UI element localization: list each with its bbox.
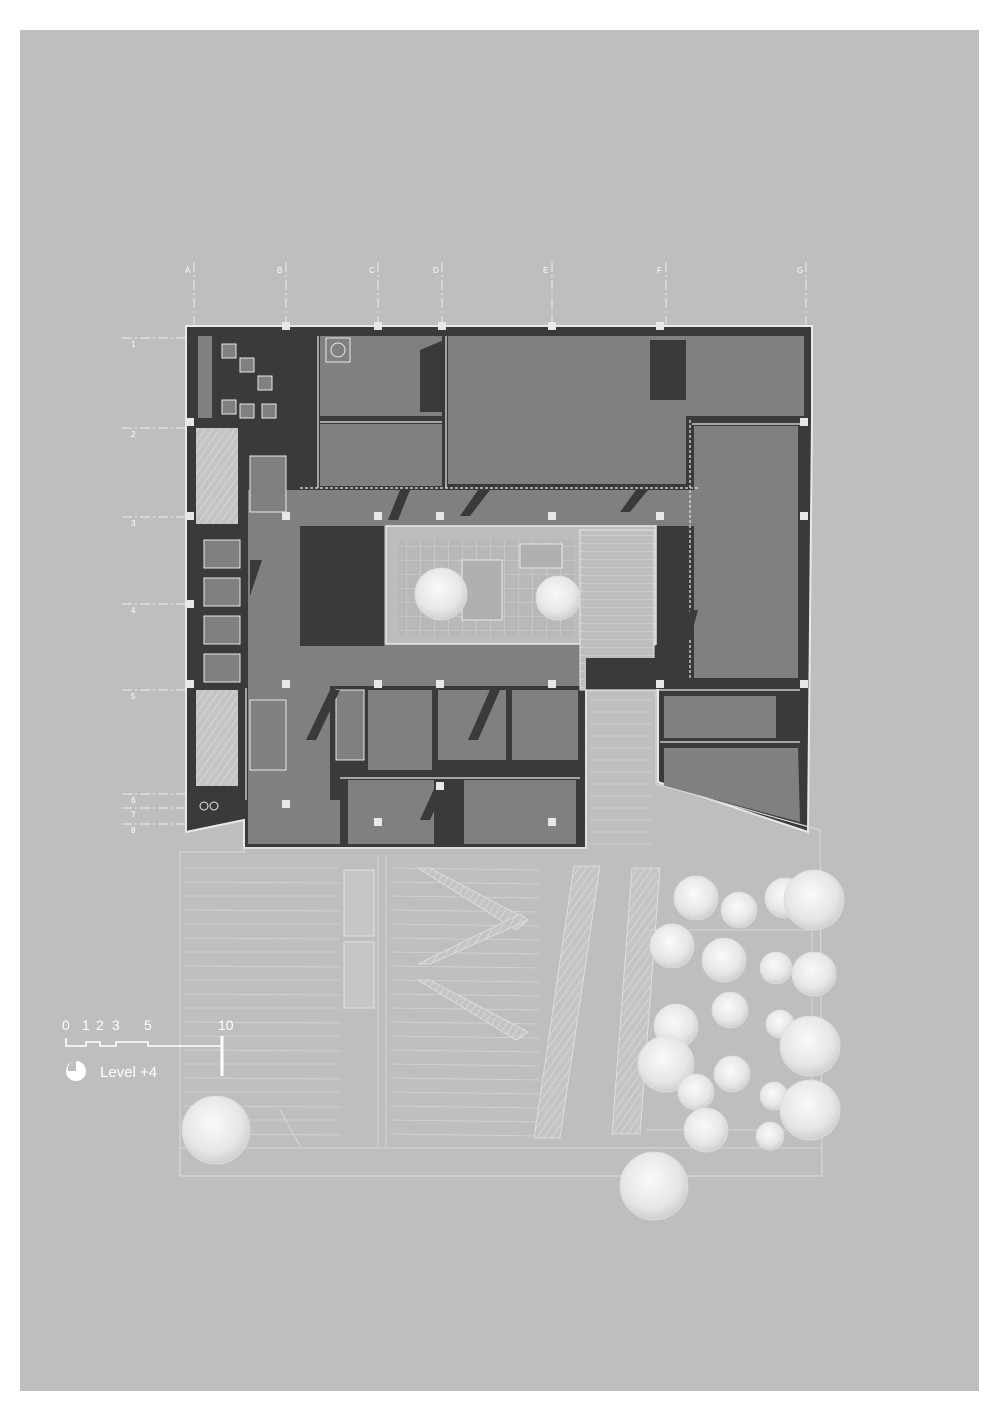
tree [755,1121,785,1151]
wall-shadows [250,340,698,820]
structural-grid: A B C D E F G 1 2 3 4 5 6 7 8 [122,262,807,835]
fixture-2 [209,801,219,811]
courtyard-stair-core [586,658,656,690]
ramp-2 [417,913,529,965]
wc-4 [221,399,237,415]
grid-label-B: B [277,266,282,275]
west-core [196,337,365,811]
scale-tick-1: 1 [82,1017,90,1033]
room-south-b [512,690,578,760]
scale-bar-line [65,1038,223,1047]
landscape [179,567,845,1221]
corridor-south [248,646,580,800]
tree [619,1151,689,1221]
tree [713,1055,751,1093]
room-south-c [438,690,506,760]
north-arrow [66,1060,86,1081]
room-se-a [664,696,776,738]
grid-label-row-2: 2 [131,430,136,439]
planters [343,869,375,1009]
lift-4 [203,653,241,683]
tree [779,1079,841,1141]
grid-label-row-5: 5 [131,692,136,701]
floor-plan [185,322,813,849]
paving-strip [179,1147,823,1177]
room-north-large [448,336,686,484]
grid-label-row-3: 3 [131,519,136,528]
room-south-d [348,780,434,844]
grid-label-A: A [185,266,191,275]
scale-tick-10: 10 [218,1017,234,1033]
scale-tick-2: 2 [96,1017,104,1033]
grid-label-row-7: 7 [131,810,136,819]
room-se-b [664,748,800,822]
grid-label-E: E [543,266,548,275]
lift-3 [203,615,241,645]
grid-label-row-1: 1 [131,340,136,349]
room-south-e [464,780,576,844]
wc-2 [239,357,255,373]
tree [535,575,581,621]
tree [720,891,758,929]
grid-label-row-6: 6 [131,796,136,805]
columns [186,322,808,826]
grid-label-C: C [369,266,375,275]
ramp-long [533,865,601,1139]
ramp-side [611,867,661,1135]
courtyard-planter [461,559,503,621]
planter-1 [343,869,375,937]
tree [649,923,695,969]
lift-1 [203,539,241,569]
tree [677,1073,715,1111]
courtyard-bench [519,543,563,569]
wc-6 [261,403,277,419]
tree [701,937,747,983]
tree [791,951,837,997]
wc-3 [257,375,273,391]
scale-tick-3: 3 [112,1017,120,1033]
tree [783,869,845,931]
grid-label-D: D [433,266,439,275]
room-north-mid [320,424,442,486]
tree [181,1095,251,1165]
planter-2 [343,941,375,1009]
stair-north [196,428,238,524]
room-south-a [368,690,432,770]
level-label: Level +4 [100,1064,157,1081]
lift-shaft-north [325,337,351,363]
lift-symbol [330,342,346,358]
wc-5 [239,403,255,419]
grid-label-F: F [657,266,662,275]
room-east-long [694,426,798,678]
ramps [416,865,661,1139]
stair-landing [249,455,287,513]
service-shaft [198,336,212,418]
ramp-3 [416,979,529,1041]
stair-landing-south [249,699,287,771]
tree [414,567,468,621]
tree [673,875,719,921]
scale-tick-0: 0 [62,1017,70,1033]
grid-label-G: G [797,266,803,275]
service-room [335,689,365,761]
tree [637,1035,695,1093]
room-ne [670,336,804,416]
scale-tick-5: 5 [144,1017,152,1033]
tree [759,951,793,985]
grid-label-row-8: 8 [131,826,136,835]
stair-south [196,690,238,786]
room-sw [248,800,340,844]
lift-2 [203,577,241,607]
tree [683,1107,729,1153]
grid-label-row-4: 4 [131,606,136,615]
tree [711,991,749,1029]
tree [779,1015,841,1077]
fixture-1 [199,801,209,811]
wc-1 [221,343,237,359]
trees [181,567,845,1221]
